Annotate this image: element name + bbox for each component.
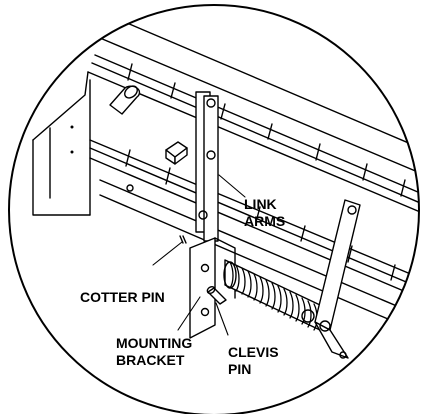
link-arms-label: LINK — [244, 196, 277, 212]
clevis-pin-label-line2: PIN — [228, 361, 251, 377]
mounting-bracket-label-line2: BRACKET — [116, 352, 185, 368]
link-arms-label-line2: ARMS — [244, 213, 285, 229]
mounting-bracket-label: MOUNTING — [116, 335, 192, 351]
clevis-pin-label: CLEVIS — [228, 344, 279, 360]
cotter-pin-label: COTTER PIN — [80, 289, 165, 305]
link-arms-drawing — [196, 92, 218, 241]
